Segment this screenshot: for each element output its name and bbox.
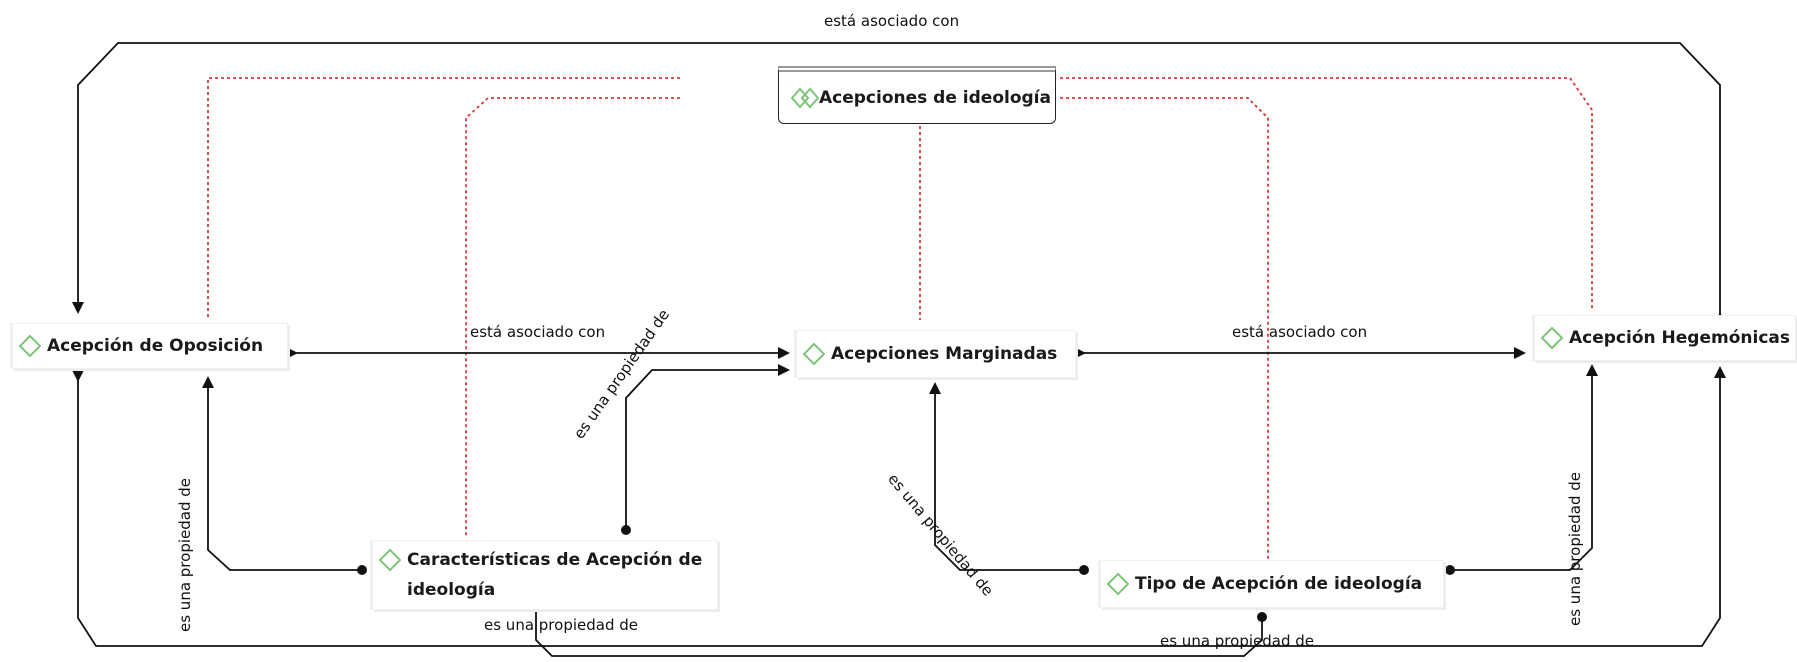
diamond-icon <box>802 342 826 366</box>
edge-endpoints <box>357 525 1455 622</box>
double-diamond-icon <box>790 86 820 109</box>
node-root[interactable]: Acepciones de ideología <box>778 66 1056 124</box>
node-label: Acepciones de ideología <box>819 87 1051 108</box>
edge-label-prop-vert-left: es una propiedad de <box>176 478 194 632</box>
node-oposicion[interactable]: Acepción de Oposición <box>12 323 288 369</box>
diamond-icon <box>378 548 402 572</box>
node-label: Acepción de Oposición <box>47 336 264 356</box>
association-links <box>72 42 1726 657</box>
node-label: Acepciones Marginadas <box>831 344 1058 364</box>
edge-label-prop-bottom-right: es una propiedad de <box>1160 632 1314 650</box>
endpoint-dot <box>357 565 367 575</box>
edge-prop-diag-right <box>929 382 1084 571</box>
node-hegemonicas[interactable]: Acepción Hegemónicas <box>1534 315 1796 361</box>
endpoint-dot <box>1079 565 1089 575</box>
link-root-caracteristicas <box>465 97 680 538</box>
link-root-tipo <box>1060 97 1269 563</box>
endpoint-dot <box>1257 612 1267 622</box>
endpoint-dot <box>621 525 631 535</box>
endpoint-dot <box>1445 565 1455 575</box>
hierarchy-links <box>207 77 1593 563</box>
edge-prop-diag-left <box>625 364 790 530</box>
diamond-icon <box>1540 326 1564 350</box>
edge-label-prop-bottom-left: es una propiedad de <box>484 616 638 634</box>
diamond-icon <box>1106 572 1130 596</box>
diamond-icon <box>18 334 42 358</box>
edge-label-right-assoc: está asociado con <box>1232 323 1368 341</box>
edge-prop-vert-left <box>202 376 362 571</box>
edge-bottom-loop <box>72 366 1726 647</box>
edge-label-prop-vert-right: es una propiedad de <box>1566 472 1584 626</box>
edge-label-left-assoc: está asociado con <box>470 323 606 341</box>
node-caracteristicas[interactable]: Características de Acepción de ideología <box>372 540 718 610</box>
node-tipo[interactable]: Tipo de Acepción de ideología <box>1100 560 1444 608</box>
edge-prop-bottom <box>535 612 1263 657</box>
edge-top-assoc <box>72 42 1726 324</box>
node-marginadas[interactable]: Acepciones Marginadas <box>796 330 1076 378</box>
edge-prop-vert-right <box>1450 364 1598 571</box>
link-root-hegemonicas <box>1060 77 1593 310</box>
edge-label-top-assoc: está asociado con <box>824 12 960 30</box>
node-label: Características de Acepción de ideología <box>407 550 703 600</box>
node-label: Tipo de Acepción de ideología <box>1135 574 1423 594</box>
link-root-oposicion <box>207 77 680 320</box>
node-label: Acepción Hegemónicas <box>1569 328 1790 348</box>
